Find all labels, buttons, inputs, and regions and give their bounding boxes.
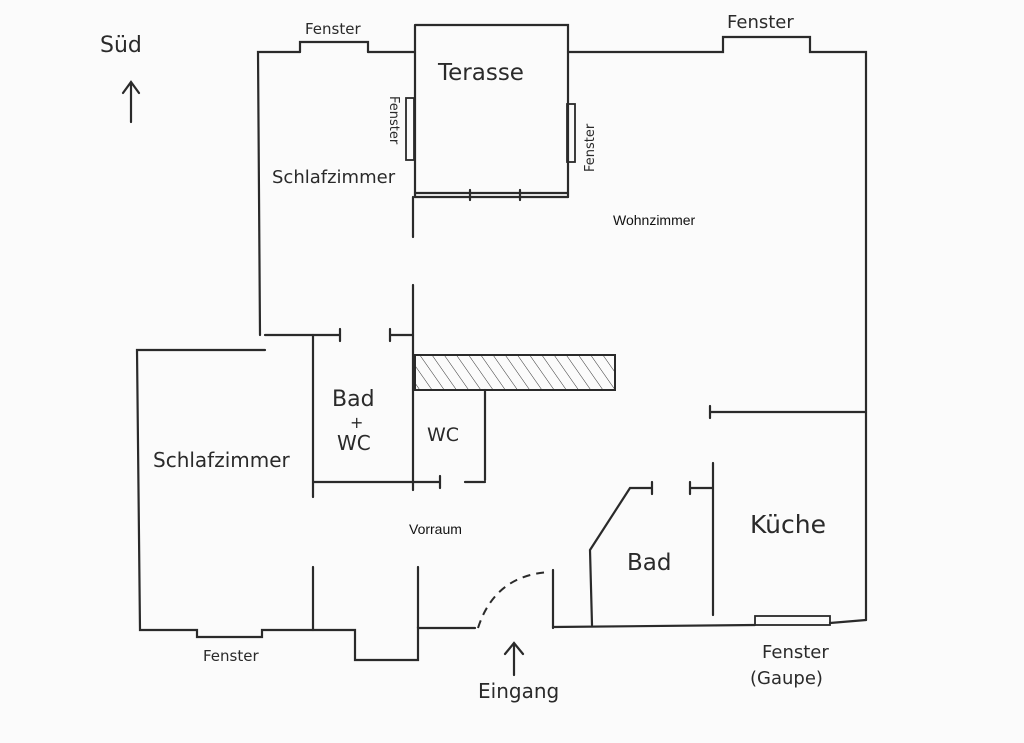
- room-label-bath-wc-1: Bad: [332, 387, 375, 412]
- room-label-wc: WC: [427, 424, 459, 446]
- entrance-arrow-icon: [503, 641, 525, 677]
- room-label-bedroom-lower: Schlafzimmer: [153, 448, 291, 472]
- walls: [135, 23, 868, 662]
- room-label-hallway: Vorraum: [409, 521, 462, 537]
- window-label-kitchen: Fenster: [762, 642, 829, 663]
- room-label-bath-wc-2: +: [350, 413, 363, 432]
- window-label-terrace-right: Fenster: [583, 123, 598, 172]
- room-label-kitchen: Küche: [750, 510, 826, 539]
- arrow-up-icon: [121, 80, 141, 124]
- window-label-top-right: Fenster: [727, 12, 794, 33]
- window-label-kitchen-gaupe: (Gaupe): [750, 668, 823, 689]
- window-label-bottom-left: Fenster: [203, 647, 259, 665]
- room-label-bath: Bad: [627, 550, 671, 576]
- room-label-living-room: Wohnzimmer: [613, 212, 696, 228]
- room-label-terrace: Terasse: [437, 60, 524, 86]
- window-label-terrace-left: Fenster: [386, 96, 401, 145]
- entrance-label: Eingang: [478, 679, 559, 703]
- room-label-bedroom-upper: Schlafzimmer: [272, 167, 396, 188]
- room-label-bath-wc-3: WC: [337, 431, 371, 455]
- compass-label: Süd: [100, 33, 142, 58]
- window-label-top-left: Fenster: [305, 20, 361, 38]
